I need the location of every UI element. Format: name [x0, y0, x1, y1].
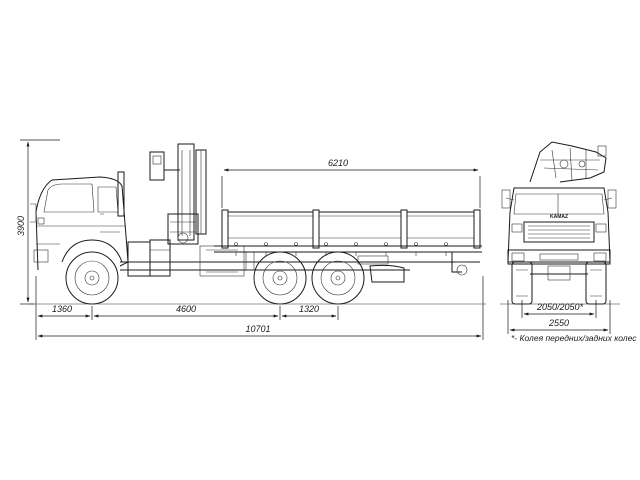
rear-wheel-1	[253, 251, 307, 305]
dim-wheelbase-label: 4600	[176, 304, 196, 314]
track-footnote: *- Колея передних/задних колес	[511, 333, 637, 343]
front-dimensions: 2050/2050* 2550 *- Колея передних/задних…	[507, 300, 637, 343]
front-wheels-front-view	[511, 261, 607, 305]
front-view: KAMAZ	[500, 141, 620, 305]
dim-overall-length-label: 10701	[245, 324, 270, 334]
dim-rear-wheelbase-label: 1320	[299, 304, 319, 314]
dim-height-label: 3900	[16, 216, 26, 236]
dim-width-label: 2550	[548, 318, 569, 328]
dim-track-label: 2050/2050*	[536, 302, 584, 312]
cab-front: KAMAZ	[501, 187, 617, 265]
side-view	[30, 143, 486, 305]
dim-body-length-label: 6210	[328, 158, 348, 168]
cab-side	[30, 171, 129, 271]
rear-wheel-2	[311, 251, 365, 305]
front-wheel	[61, 239, 123, 305]
crane-front	[529, 141, 607, 183]
side-dimensions: 3900 6210 1360 4600 1320 10701	[16, 139, 484, 340]
rear-tow-hook	[451, 252, 470, 276]
dim-front-overhang-label: 1360	[52, 304, 72, 314]
chassis-side	[120, 245, 480, 283]
crane-side	[127, 143, 207, 277]
cargo-body-side	[214, 209, 482, 256]
brand-label: KAMAZ	[550, 214, 568, 220]
